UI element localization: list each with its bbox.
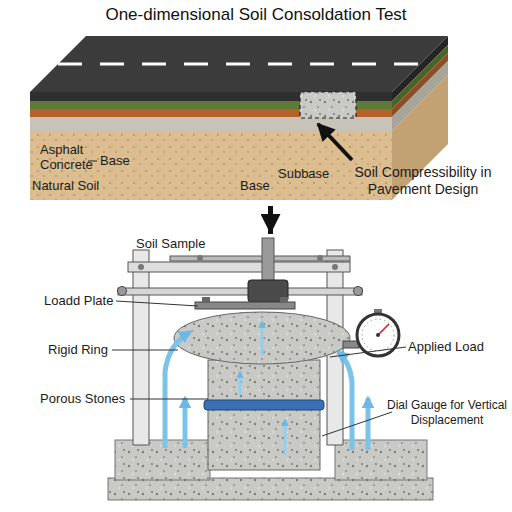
water-flow — [261, 322, 264, 355]
part-label: Dial Gauge for Vertical Displacement — [384, 398, 510, 428]
water-flow — [183, 398, 188, 448]
layer-label: Base — [100, 153, 130, 168]
sample-cutout — [300, 92, 356, 118]
water-flow — [366, 398, 371, 450]
leader-line — [330, 347, 406, 357]
bolt — [332, 264, 338, 270]
leader-line — [130, 399, 208, 400]
soil-cylinder — [208, 360, 320, 470]
dial-gauge — [357, 314, 399, 356]
gauge-needle — [378, 324, 389, 335]
crossbar — [128, 262, 350, 272]
diagram-title: One-dimensional Soil Consoldation Test — [0, 5, 512, 25]
porous-stone-top — [174, 312, 350, 364]
plunger — [262, 238, 274, 286]
plate-knob — [280, 297, 288, 302]
base-plate — [108, 478, 433, 500]
natural-soil-layer — [30, 131, 392, 200]
rigid-ring — [204, 400, 324, 410]
part-label: Base — [240, 178, 270, 193]
water-flow — [165, 332, 190, 448]
part-label: Applied Load — [408, 339, 484, 354]
gauge-scale — [362, 319, 394, 351]
road-surface — [30, 36, 448, 92]
pin — [197, 255, 203, 261]
pointer-arrow — [318, 124, 352, 160]
frame-post — [133, 250, 149, 445]
leader-line — [112, 350, 178, 351]
water-flow — [284, 420, 287, 455]
lane-marking — [58, 63, 420, 66]
part-label: Porous Stones — [40, 391, 125, 406]
load-weight — [248, 280, 288, 302]
gauge-stem — [343, 341, 359, 348]
flow-arrow — [268, 206, 273, 234]
layer-label: Soil Sample — [136, 236, 205, 251]
pavement-section: Asphalt ConcreteBaseNatural Soil — [28, 38, 448, 206]
water-flow — [338, 352, 352, 450]
lever-arm — [170, 256, 350, 261]
bolt — [138, 264, 144, 270]
plate-knob — [202, 297, 210, 302]
part-label: Loadd Plate — [44, 293, 113, 308]
knob — [354, 287, 363, 296]
leader-line — [322, 412, 392, 436]
part-label: Soil Compressibility in Pavement Design — [338, 164, 508, 198]
knob — [118, 287, 127, 296]
load-plate — [195, 302, 295, 309]
pin — [317, 255, 323, 261]
subbase-layer — [30, 117, 392, 131]
water-flow — [239, 372, 242, 395]
part-label: Subbase — [278, 166, 329, 181]
crossbar — [118, 288, 362, 295]
consolidometer: Soil Sample — [108, 234, 433, 502]
layer-label: Natural Soil — [32, 178, 99, 193]
layer-label: Asphalt Concrete — [40, 142, 100, 172]
gauge-hub — [376, 333, 380, 337]
pedestal — [335, 440, 427, 480]
leader-line — [116, 301, 198, 306]
part-label: Rigid Ring — [48, 342, 108, 357]
